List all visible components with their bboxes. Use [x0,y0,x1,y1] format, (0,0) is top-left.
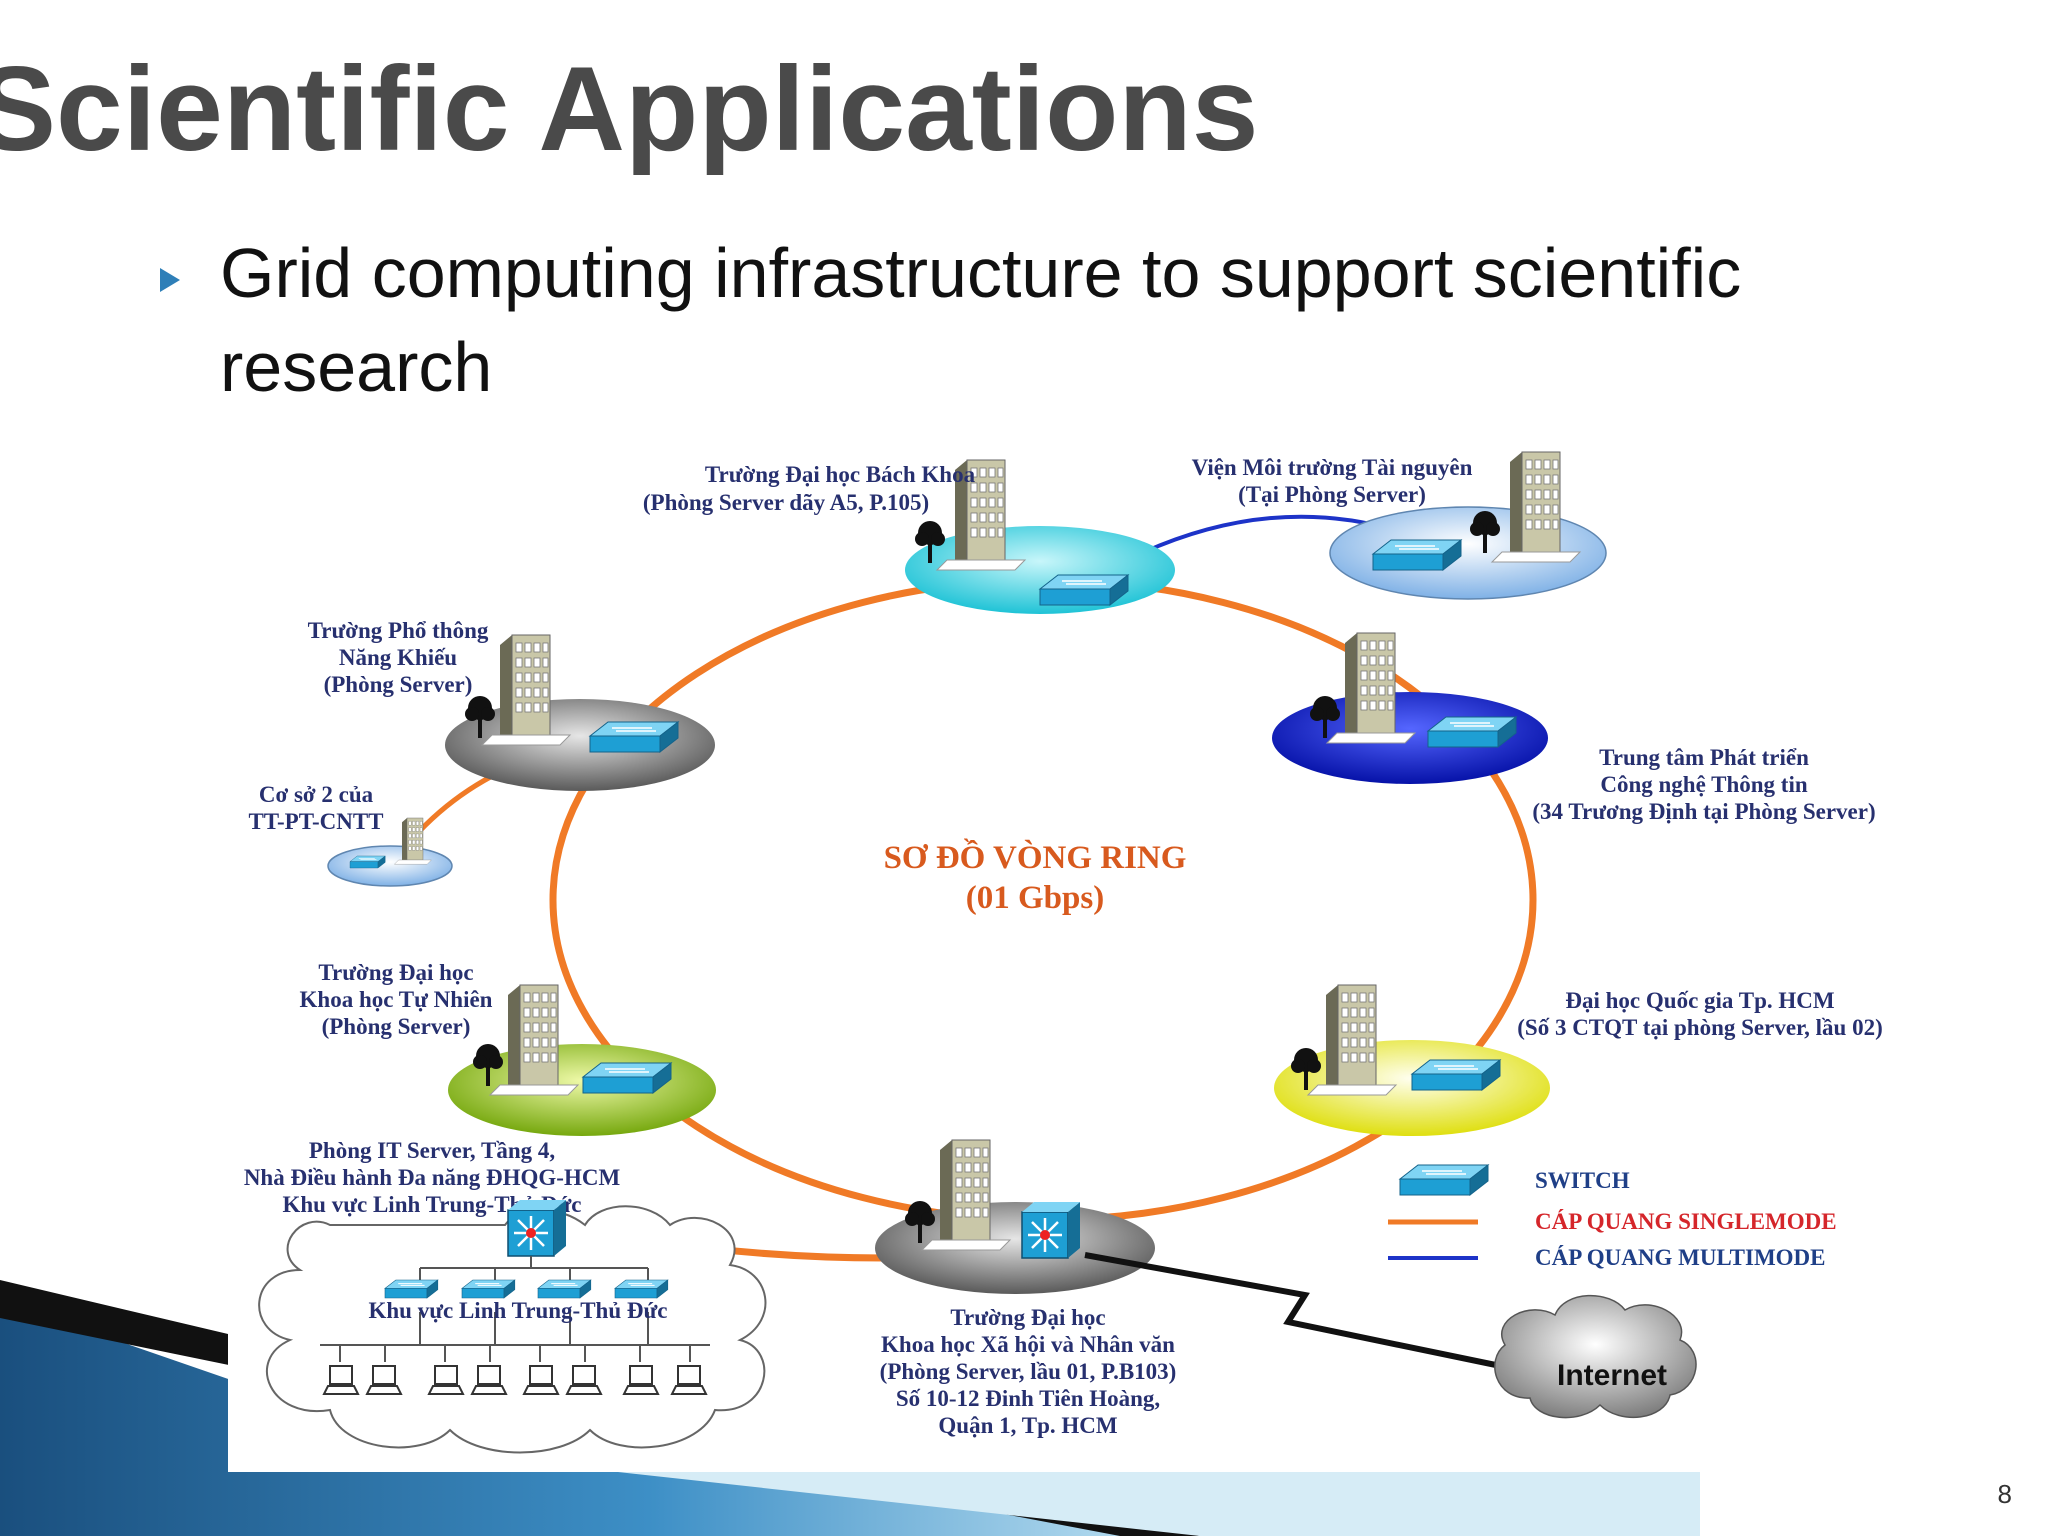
label-bach-khoa-1: Trường Đại học Bách Khoa [705,462,976,487]
label-phong-it-2: Nhà Điều hành Đa năng ĐHQG-HCM [244,1165,621,1190]
svg-text:Cơ sở 2 của: Cơ sở 2 của [259,782,374,807]
svg-text:CÁP QUANG SINGLEMODE: CÁP QUANG SINGLEMODE [1535,1209,1837,1234]
bullet-text: Grid computing infrastructure to support… [220,234,1742,406]
node-quoc-gia: Đại học Quốc gia Tp. HCM (Số 3 CTQT tại … [1274,984,1883,1136]
label-quoc-gia-1: Đại học Quốc gia Tp. HCM [1565,988,1834,1013]
label-trung-tam-3: (34 Trương Định tại Phòng Server) [1532,799,1875,824]
label-tu-nhien-2: Khoa học Tự Nhiên [300,987,493,1012]
svg-text:(Phòng Server dãy A5, P.105): (Phòng Server dãy A5, P.105) [643,490,929,515]
label-co-so-2-2: TT-PT-CNTT [248,809,383,834]
svg-text:Khoa học Xã hội và Nhân văn: Khoa học Xã hội và Nhân văn [881,1332,1175,1357]
label-xa-hoi-5: Quận 1, Tp. HCM [938,1413,1117,1438]
svg-text:Trường Đại học Bách Khoa: Trường Đại học Bách Khoa [705,462,976,487]
label-bach-khoa-2: (Phòng Server dãy A5, P.105) [643,490,929,515]
svg-text:(01 Gbps): (01 Gbps) [966,880,1104,916]
node-tu-nhien: Trường Đại học Khoa học Tự Nhiên (Phòng … [300,960,716,1136]
svg-text:Quận 1, Tp. HCM: Quận 1, Tp. HCM [938,1413,1117,1438]
label-pho-thong-2: Năng Khiếu [339,645,457,670]
label-trung-tam-2: Công nghệ Thông tin [1600,772,1808,797]
page-number: 8 [1997,1479,2012,1509]
internet-link [1084,1252,1521,1373]
label-pho-thong-3: (Phòng Server) [324,672,473,697]
svg-text:Phòng IT Server, Tầng 4,: Phòng IT Server, Tầng 4, [309,1138,555,1163]
label-xa-hoi-3: (Phòng Server, lầu 01, P.B103) [880,1359,1177,1384]
legend-switch-icon [1399,1164,1489,1196]
label-moi-truong-1: Viện Môi trường Tài nguyên [1192,455,1473,480]
internet-cloud: Internet [1494,1294,1697,1419]
svg-text:Đại học Quốc gia Tp. HCM: Đại học Quốc gia Tp. HCM [1565,988,1834,1013]
svg-text:SƠ ĐỒ VÒNG RING: SƠ ĐỒ VÒNG RING [884,837,1187,876]
svg-text:Trung tâm Phát triển: Trung tâm Phát triển [1599,745,1809,770]
node-phong-it: Phòng IT Server, Tầng 4, Nhà Điều hành Đ… [244,1138,767,1454]
svg-text:(Tại Phòng Server): (Tại Phòng Server) [1238,482,1426,507]
legend-singlemode-label: CÁP QUANG SINGLEMODE [1535,1209,1837,1234]
svg-text:Công nghệ Thông tin: Công nghệ Thông tin [1600,772,1808,797]
svg-text:(Số 3 CTQT tại phòng Server, l: (Số 3 CTQT tại phòng Server, lầu 02) [1517,1015,1883,1040]
svg-text:(Phòng Server): (Phòng Server) [324,672,473,697]
svg-text:Trường Đại học: Trường Đại học [950,1305,1105,1330]
svg-text:Trường Đại học: Trường Đại học [318,960,473,985]
node-xa-hoi: Trường Đại học Khoa học Xã hội và Nhân v… [875,1139,1177,1438]
svg-text:CÁP QUANG MULTIMODE: CÁP QUANG MULTIMODE [1535,1245,1826,1270]
svg-text:Nhà Điều hành Đa năng ĐHQG-HCM: Nhà Điều hành Đa năng ĐHQG-HCM [244,1165,621,1190]
ring-center-speed: (01 Gbps) [966,880,1104,916]
node-moi-truong: Viện Môi trường Tài nguyên (Tại Phòng Se… [1192,451,1607,600]
label-pho-thong-1: Trường Phổ thông [308,618,489,643]
svg-text:TT-PT-CNTT: TT-PT-CNTT [248,809,383,834]
legend-multimode-label: CÁP QUANG MULTIMODE [1535,1245,1826,1270]
label-xa-hoi-1: Trường Đại học [950,1305,1105,1330]
label-moi-truong-2: (Tại Phòng Server) [1238,482,1426,507]
legend-switch-label: SWITCH [1535,1168,1630,1193]
label-quoc-gia-2: (Số 3 CTQT tại phòng Server, lầu 02) [1517,1015,1883,1040]
label-trung-tam-1: Trung tâm Phát triển [1599,745,1809,770]
label-phong-it-1: Phòng IT Server, Tầng 4, [309,1138,555,1163]
ring-center-title: SƠ ĐỒ VÒNG RING [884,837,1187,876]
node-trung-tam: Trung tâm Phát triển Công nghệ Thông tin… [1272,632,1876,824]
svg-text:(Phòng Server): (Phòng Server) [322,1014,471,1039]
node-bach-khoa: Trường Đại học Bách Khoa (Phòng Server d… [643,459,1175,614]
node-pho-thong: Trường Phổ thông Năng Khiếu (Phòng Serve… [308,618,715,791]
svg-text:Trường Phổ thông: Trường Phổ thông [308,618,489,643]
label-xa-hoi-2: Khoa học Xã hội và Nhân văn [881,1332,1175,1357]
decorative-swoosh [0,1280,1700,1536]
label-internet: Internet [1557,1359,1667,1392]
bullet-arrow-icon [160,268,180,292]
svg-text:Khoa học Tự Nhiên: Khoa học Tự Nhiên [300,987,493,1012]
svg-text:Năng Khiếu: Năng Khiếu [339,645,457,670]
svg-text:Khu vực Linh Trung-Thủ Đức: Khu vực Linh Trung-Thủ Đức [368,1298,667,1323]
svg-text:Số 10-12 Đinh Tiên Hoàng,: Số 10-12 Đinh Tiên Hoàng, [896,1386,1160,1411]
svg-text:Internet: Internet [1557,1359,1667,1392]
label-co-so-2-1: Cơ sở 2 của [259,782,374,807]
label-tu-nhien-1: Trường Đại học [318,960,473,985]
label-cloud-area: Khu vực Linh Trung-Thủ Đức [368,1298,667,1323]
label-tu-nhien-3: (Phòng Server) [322,1014,471,1039]
svg-text:(34 Trương Định tại Phòng Serv: (34 Trương Định tại Phòng Server) [1532,799,1875,824]
slide-title: Scientific Applications [0,42,1259,176]
label-xa-hoi-4: Số 10-12 Đinh Tiên Hoàng, [896,1386,1160,1411]
svg-text:SWITCH: SWITCH [1535,1168,1630,1193]
svg-text:(Phòng Server, lầu 01, P.B103): (Phòng Server, lầu 01, P.B103) [880,1359,1177,1384]
node-co-so-2: Cơ sở 2 của TT-PT-CNTT [248,782,453,887]
diagram-legend: SWITCH CÁP QUANG SINGLEMODE CÁP QUANG MU… [1388,1164,1837,1270]
svg-text:Viện Môi trường Tài nguyên: Viện Môi trường Tài nguyên [1192,455,1473,480]
